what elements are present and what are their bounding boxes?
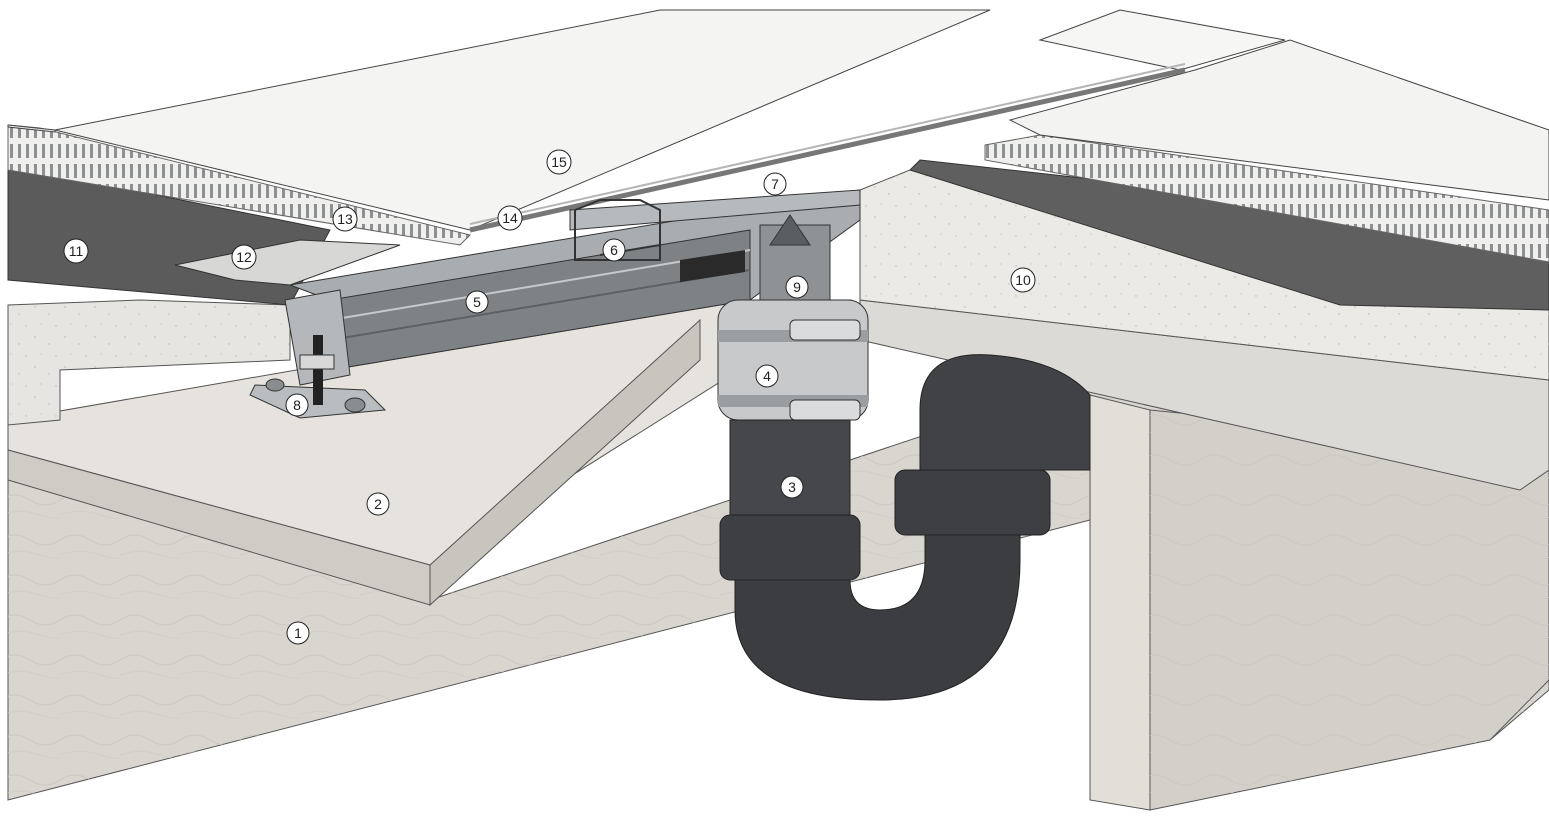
callout-7: 7 (763, 172, 787, 196)
callout-9: 9 (785, 275, 809, 299)
callout-4-label: 4 (763, 368, 771, 384)
right-screed (859, 169, 1549, 381)
callout-9-label: 9 (793, 279, 801, 295)
clamp-coupling (717, 299, 869, 421)
callout-12-label: 12 (236, 249, 252, 265)
callout-4: 4 (755, 364, 779, 388)
callout-15-label: 15 (551, 154, 567, 170)
callout-10-label: 10 (1015, 272, 1031, 288)
leveling-foot (249, 335, 387, 419)
drain-pipe-trap (719, 354, 1091, 701)
timber-joist (1089, 394, 1549, 811)
callout-13-label: 13 (337, 211, 353, 227)
subfloor-board (7, 299, 852, 607)
callout-14: 14 (497, 205, 523, 231)
ribbed-strip-right (984, 134, 1549, 263)
callout-2-label: 2 (374, 496, 382, 512)
callout-3: 3 (780, 475, 804, 499)
callout-8: 8 (285, 393, 309, 417)
floor-tiles (7, 9, 1549, 233)
left-screed (7, 299, 291, 426)
callout-5-label: 5 (473, 294, 481, 310)
callout-6-label: 6 (610, 242, 618, 258)
callout-6: 6 (602, 238, 626, 262)
callout-11: 11 (63, 238, 89, 264)
callout-12: 12 (231, 244, 257, 270)
callout-2: 2 (366, 492, 390, 516)
callout-15: 15 (546, 149, 572, 175)
callout-11-label: 11 (69, 243, 84, 259)
callout-10: 10 (1010, 267, 1036, 293)
callout-1-label: 1 (294, 625, 302, 641)
callout-3-label: 3 (788, 479, 796, 495)
drain-channel (288, 189, 861, 371)
callout-14-label: 14 (502, 210, 518, 226)
callout-7-label: 7 (771, 176, 779, 192)
callout-8-label: 8 (293, 397, 301, 413)
callout-1: 1 (286, 621, 310, 645)
callout-13: 13 (332, 206, 358, 232)
callout-5: 5 (465, 290, 489, 314)
